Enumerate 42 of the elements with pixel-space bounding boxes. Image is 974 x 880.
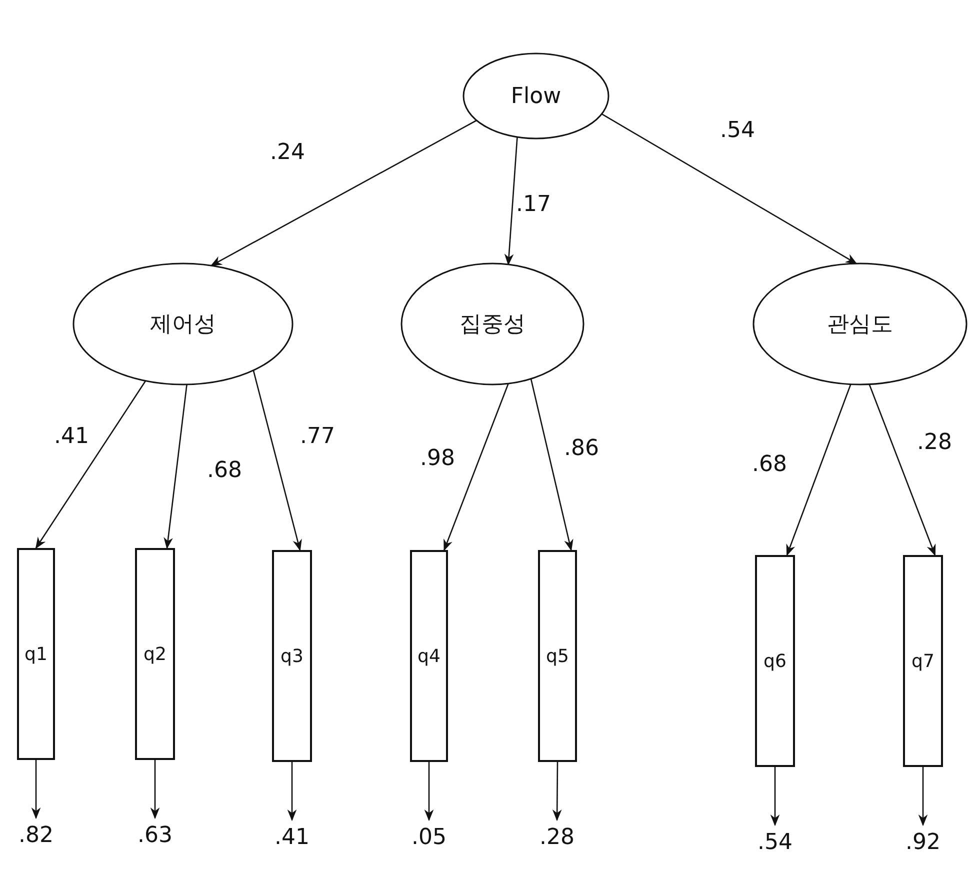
observed-variable-box	[538, 550, 577, 762]
arrow	[424, 762, 434, 822]
arrow	[786, 384, 852, 556]
arrow	[210, 120, 477, 266]
error-variance-value: .05	[412, 824, 446, 850]
observed-variable-box	[903, 555, 943, 767]
arrow	[601, 113, 858, 264]
error-variance-value: .82	[18, 822, 54, 848]
arrow	[150, 760, 160, 820]
observed-variable-box	[755, 555, 795, 767]
variable-label: 제어성	[150, 311, 216, 339]
arrow	[530, 378, 574, 552]
arrow	[35, 380, 146, 549]
error-variance-value: .41	[274, 824, 310, 850]
arrow	[918, 767, 928, 826]
variable-label: q1	[24, 644, 48, 664]
arrow	[31, 760, 41, 820]
observed-variable-box	[17, 548, 55, 760]
arrow	[770, 767, 780, 826]
variable-label: q6	[764, 650, 786, 672]
variable-label: q5	[546, 646, 569, 666]
variable-label: q3	[280, 646, 304, 666]
arrow	[444, 383, 509, 552]
arrow	[164, 384, 188, 550]
variable-label: q7	[912, 650, 934, 672]
error-variance-value: .63	[138, 822, 172, 848]
arrow	[504, 137, 518, 266]
arrow	[868, 384, 936, 556]
error-variance-value: .92	[906, 830, 940, 854]
arrow	[287, 762, 297, 822]
error-variance-value: .54	[758, 830, 792, 854]
observed-variable-box	[272, 550, 312, 762]
variable-label: q2	[144, 644, 166, 664]
arrow	[552, 762, 562, 822]
variable-label: q4	[418, 646, 440, 666]
variable-label: 관심도	[827, 311, 893, 339]
variable-label: 집중성	[460, 311, 526, 339]
error-variance-value: .28	[540, 824, 574, 850]
variable-label: Flow	[510, 84, 562, 108]
observed-variable-box	[135, 548, 175, 760]
observed-variable-box	[410, 550, 448, 762]
arrow	[252, 370, 302, 552]
